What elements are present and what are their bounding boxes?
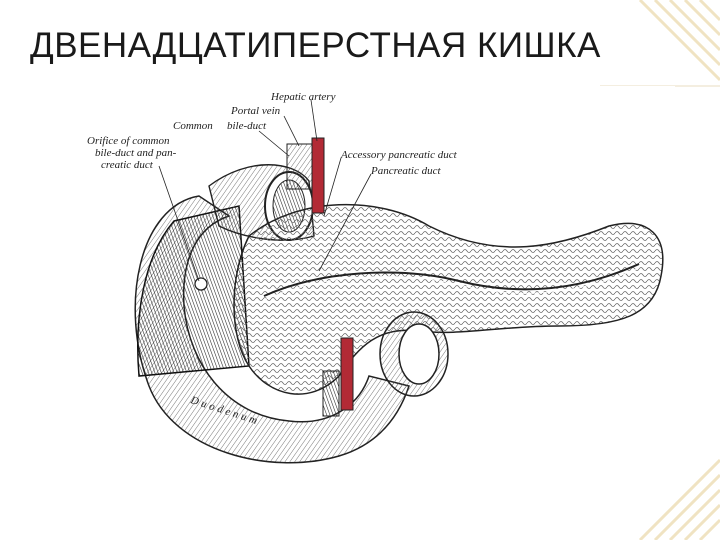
portal-vein	[286, 143, 313, 190]
mesenteric-artery	[340, 337, 354, 411]
papilla	[194, 277, 208, 291]
label-common-bile-duct-2: bile-duct	[227, 120, 267, 132]
duodenum-interior	[137, 205, 250, 377]
hepatic-artery	[311, 137, 325, 214]
label-common-bile-duct-1: Common	[173, 120, 213, 132]
label-orifice-2: bile-duct and pan-	[95, 147, 177, 159]
slide-title: ДВЕНАДЦАТИПЕРСТНАЯ КИШКА	[30, 26, 601, 65]
leader-lines	[158, 99, 372, 282]
label-portal-vein: Portal vein	[231, 105, 281, 117]
anatomy-illustration: Hepatic artery Portal vein Common bile-d…	[79, 86, 675, 484]
label-orifice-1: Orifice of common	[87, 135, 170, 147]
label-pancreatic-duct: Pancreatic duct	[371, 165, 441, 177]
top-right-stripes	[638, 0, 720, 82]
label-orifice-3: creatic duct	[101, 159, 153, 171]
pancreas-duodenum-drawing	[134, 99, 664, 464]
label-hepatic-artery: Hepatic artery	[271, 91, 336, 103]
label-accessory-pancreatic-duct: Accessory pancreatic duct	[341, 149, 457, 161]
pancreatic-duct	[263, 263, 640, 297]
mesenteric-vein	[322, 370, 340, 417]
pancreas	[233, 203, 664, 395]
